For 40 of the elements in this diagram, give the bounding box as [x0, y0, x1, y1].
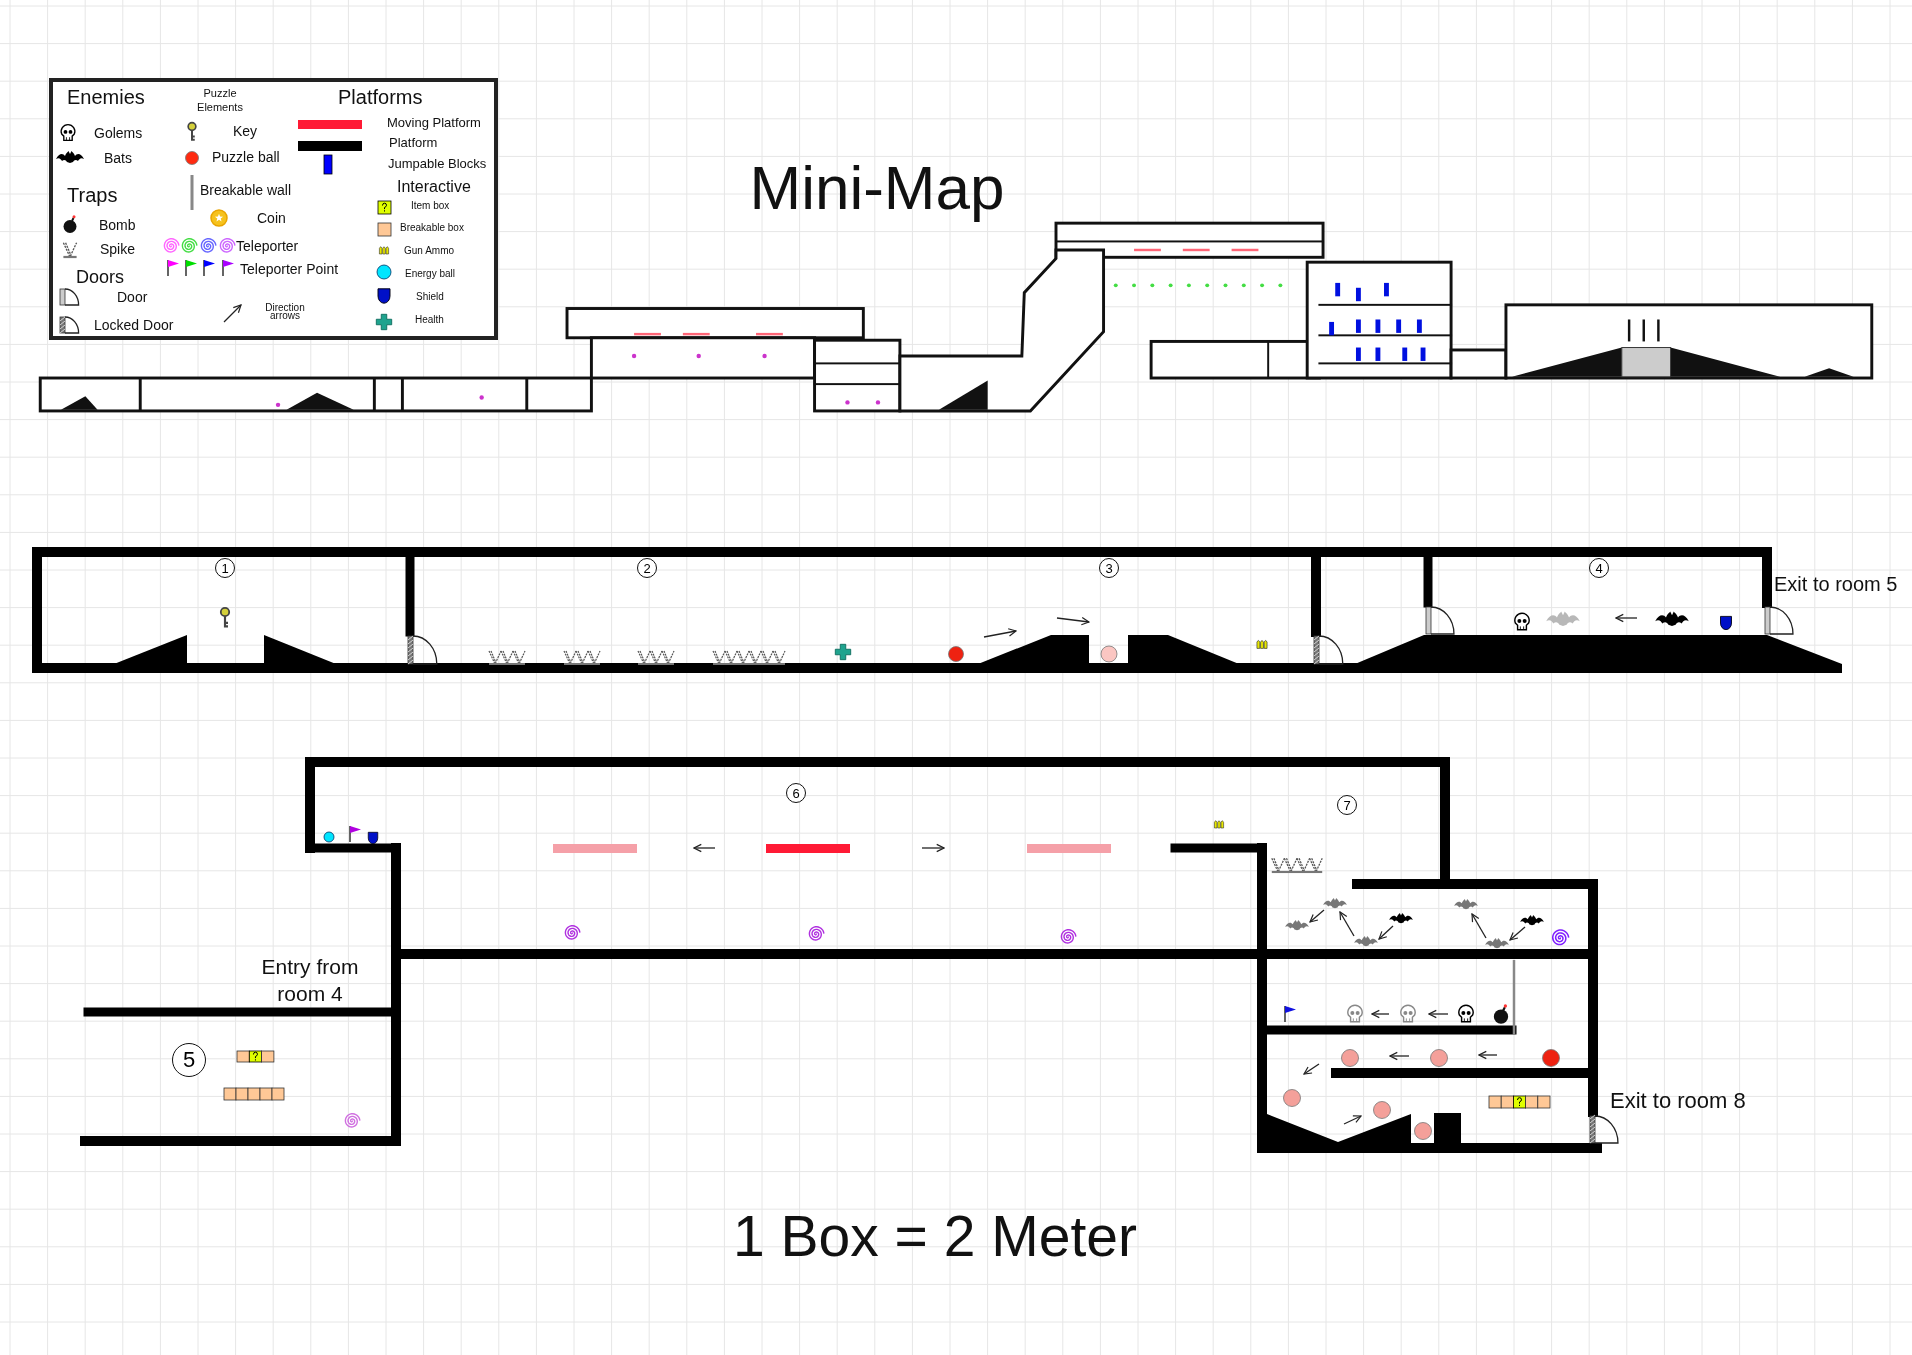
- entry-label: Entry from room 4: [260, 954, 360, 1007]
- legend-label: Breakable box: [400, 222, 464, 234]
- legend-label: Shield: [416, 291, 444, 303]
- caption: 1 Box = 2 Meter: [733, 1203, 1137, 1269]
- room-number: 3: [1099, 558, 1119, 578]
- legend-label: Breakable wall: [200, 181, 292, 199]
- legend-label: Gun Ammo: [404, 245, 455, 257]
- section-heading: Interactive: [397, 177, 471, 197]
- legend-label: Health: [415, 314, 444, 326]
- legend-label: Jumpable Blocks: [388, 156, 487, 172]
- room-number: 2: [637, 558, 657, 578]
- legend-label: Coin: [257, 209, 286, 227]
- room-number: 1: [215, 558, 235, 578]
- room-number: 4: [1589, 558, 1609, 578]
- legend-label: Door: [117, 288, 148, 306]
- legend-label: Puzzle ball: [212, 148, 280, 166]
- exit-label: Exit to room 5: [1774, 572, 1898, 596]
- legend-label: Moving Platform: [387, 115, 481, 131]
- room-number: 5: [172, 1043, 206, 1077]
- legend-label: Spike: [100, 240, 136, 258]
- legend-label: Teleporter Point: [240, 260, 339, 278]
- legend-label: Golems: [94, 124, 143, 142]
- title: Mini-Map: [749, 152, 1005, 224]
- section-heading: Traps: [67, 183, 118, 207]
- section-heading: Enemies: [67, 85, 145, 109]
- legend-label: Direction arrows: [264, 303, 306, 321]
- legend-label: Platform: [389, 135, 438, 151]
- legend-label: Key: [233, 122, 258, 140]
- room-number: 6: [786, 783, 806, 803]
- legend-label: Bomb: [99, 216, 136, 234]
- legend-label: Teleporter: [236, 237, 299, 255]
- legend-label: Locked Door: [94, 316, 174, 334]
- section-heading: Platforms: [338, 85, 423, 109]
- legend-label: Bats: [104, 149, 132, 167]
- section-heading: Puzzle Elements: [196, 86, 244, 114]
- exit-label: Exit to room 8: [1610, 1087, 1746, 1115]
- legend-label: Energy ball: [405, 268, 456, 280]
- legend-label: Item box: [411, 200, 450, 212]
- room-number: 7: [1337, 795, 1357, 815]
- section-heading: Doors: [76, 267, 124, 289]
